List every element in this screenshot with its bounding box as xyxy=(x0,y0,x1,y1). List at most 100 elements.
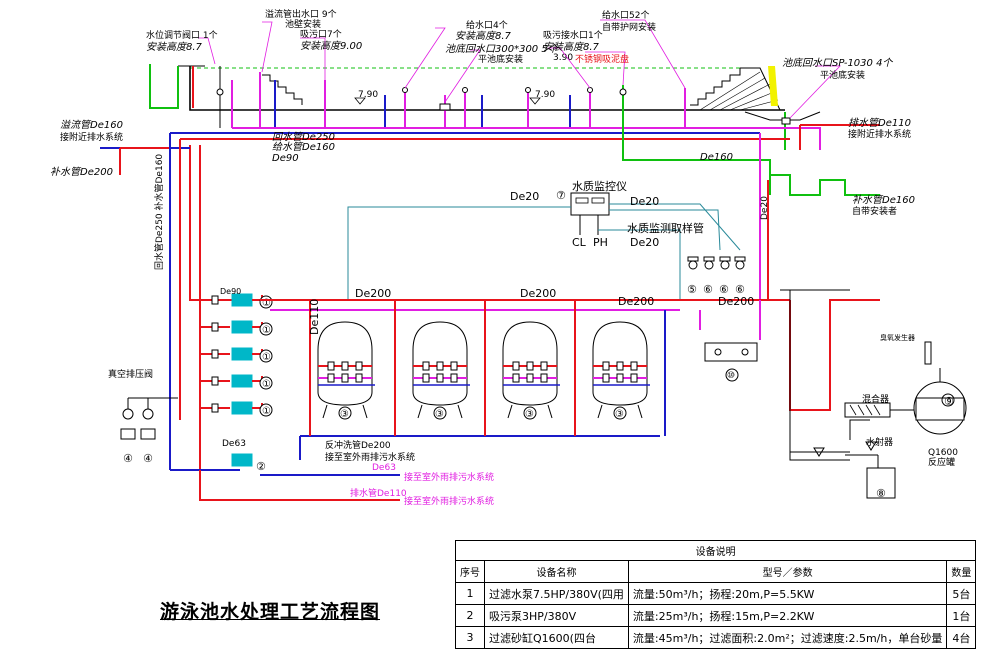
pump-number-label: ① xyxy=(262,298,271,309)
label-pipe-de90: De90 xyxy=(272,153,299,164)
label-backwash-sub: 接至室外雨排污水系统 xyxy=(325,451,415,463)
label-inlet: 给水口4个 xyxy=(466,19,508,31)
cell-no: 3 xyxy=(455,626,485,649)
main-pipes xyxy=(100,124,880,470)
filter-pumps: ① ① ① ① ① xyxy=(200,293,273,417)
header-qty: 数量 xyxy=(946,560,977,583)
sand-filter: ③ xyxy=(592,321,650,420)
label-de20b: De20 xyxy=(630,195,659,208)
level-mark-2: 7.90 xyxy=(535,90,555,100)
label-de20: De20 xyxy=(510,190,539,203)
label-pipe-de250: 回水管De250 xyxy=(272,131,335,143)
label-de200-c: De200 xyxy=(618,295,654,308)
heat-exchanger xyxy=(704,342,758,382)
filter-number-label: ③ xyxy=(435,409,444,420)
ozone-reactor xyxy=(790,341,967,499)
filter-pump: ① xyxy=(200,401,273,417)
label-monitor: 水质监控仪 xyxy=(572,179,627,193)
label-right-de160b: 补水管De160 xyxy=(852,194,915,206)
label-return-top: 给水口52个 xyxy=(602,9,649,21)
label-mixer: 混合器 xyxy=(862,393,889,405)
label-overflow-outlet: 溢流管出水口 9个 xyxy=(265,8,337,20)
label-pump-4a: ④ xyxy=(123,452,133,465)
label-right-de160b-sub: 自带安装者 xyxy=(852,205,897,217)
cell-name: 过滤砂缸Q1600(四台 xyxy=(484,626,629,649)
label-de160-mid: De160 xyxy=(700,152,733,163)
label-right-de110-sub: 接附近排水系统 xyxy=(848,128,911,140)
cell-spec: 流量:50m³/h；扬程:20m,P=5.5KW xyxy=(627,582,948,605)
label-drain-de160-sub: 接附近排水系统 xyxy=(60,131,123,143)
cell-name: 吸污泵3HP/380V xyxy=(484,604,629,627)
label-sample-pipe: 水质监测取样管 xyxy=(627,221,704,235)
label-vac-sub2: 不锈钢吸泥盘 xyxy=(575,53,629,65)
filter-number-label: ③ xyxy=(525,409,534,420)
pump-number-label: ① xyxy=(262,352,271,363)
label-cl: CL xyxy=(572,236,587,249)
table-caption: 设备说明 xyxy=(454,540,977,561)
filter-pump: ① xyxy=(200,293,273,309)
label-inlet-sub: 安装高度8.7 xyxy=(455,30,512,42)
header-no: 序号 xyxy=(455,560,485,583)
pump-number-label: ① xyxy=(262,379,271,390)
label-reactor-sub: 反应罐 xyxy=(928,456,955,468)
filter-pump: ① xyxy=(200,374,273,390)
label-drain-de63: De63 xyxy=(372,463,396,473)
label-monitor-num: ⑦ xyxy=(556,189,566,202)
label-inlet-size: 池底回水口300*300 5个 xyxy=(445,43,559,55)
level-mark-1: 7.90 xyxy=(358,90,378,100)
cell-qty: 5台 xyxy=(946,582,977,605)
label-bottom-return-sub: 平池底安装 xyxy=(820,69,865,81)
label-pump-4b: ④ xyxy=(143,452,153,465)
label-reactor-num: ⑨ xyxy=(944,395,954,408)
sand-filter: ③ xyxy=(502,321,560,420)
header-spec: 型号／参数 xyxy=(627,560,948,583)
label-vent: 真空排压阀 xyxy=(108,368,153,380)
sand-filter: ③ xyxy=(412,321,470,420)
process-flow-diagram: 7.90 7.90 3.90 xyxy=(50,8,967,507)
label-water-level-sub: 安装高度8.7 xyxy=(146,41,203,53)
label-vac-sub: 安装高度8.7 xyxy=(543,41,600,53)
dosing-tanks xyxy=(687,256,746,270)
label-bottom-return: 池底回水口SP-1030 4个 xyxy=(782,57,893,69)
label-de20-vert: De20 xyxy=(760,196,770,220)
small-pumps xyxy=(120,397,253,467)
label-vac-de63: De63 xyxy=(222,439,246,449)
cell-name: 过滤水泵7.5HP/380V(四用 xyxy=(484,582,629,605)
label-right-de110: 排水管De110 xyxy=(848,117,911,129)
label-de200-b: De200 xyxy=(520,287,556,300)
label-heat-exchanger-num: ⑩ xyxy=(727,371,735,381)
label-vac-inlet: 吸污接水口1个 xyxy=(543,29,603,41)
label-de200-a: De200 xyxy=(355,287,391,300)
label-overflow-sub2: 吸污口7个 xyxy=(300,28,342,40)
label-de110: De110 xyxy=(308,299,321,335)
water-quality-monitor: 水质监控仪 ⑦ CL PH 水质监测取样管 De20 De20 De20 De2… xyxy=(347,179,770,300)
level-mark-3: 3.90 xyxy=(553,53,573,63)
cell-qty: 1台 xyxy=(946,604,977,627)
label-backwash: 反冲洗管De200 xyxy=(325,439,391,451)
label-drain-de110b-sub: 接至室外雨排污水系统 xyxy=(404,495,494,507)
cell-no: 2 xyxy=(455,604,485,627)
label-tank-6b: ⑥ xyxy=(719,283,729,296)
filter-pump: ① xyxy=(200,320,273,336)
label-drain-de160: 溢流管De160 xyxy=(60,119,123,131)
equipment-table: 设备说明 序号 设备名称 型号／参数 数量 1 过滤水泵7.5HP/380V(四… xyxy=(454,540,977,649)
pump-number-label: ① xyxy=(262,406,271,417)
cell-spec: 流量:45m³/h；过滤面积:2.0m²；过滤速度:2.5m/h，单台砂量 xyxy=(627,626,948,649)
label-inlet-sub2: 平池底安装 xyxy=(478,53,523,65)
table-row: 3 过滤砂缸Q1600(四台 流量:45m³/h；过滤面积:2.0m²；过滤速度… xyxy=(455,626,977,649)
label-water-level-valve: 水位调节阀口 1个 xyxy=(146,29,218,41)
table-row: 2 吸污泵3HP/380V 流量:25m³/h；扬程:15m,P=2.2KW 1… xyxy=(455,604,977,627)
label-tank-6c: ⑥ xyxy=(735,283,745,296)
label-return-top-sub: 自带护网安装 xyxy=(602,21,656,33)
label-de20c: De20 xyxy=(630,236,659,249)
label-drain-de110b: 排水管De110 xyxy=(350,487,407,499)
pool-section: 7.90 7.90 3.90 xyxy=(146,8,893,150)
label-tank-6a: ⑥ xyxy=(703,283,713,296)
drain-lines xyxy=(170,436,400,501)
sand-filters: ③ ③ ③ ③ xyxy=(317,321,650,420)
label-tank-8: ⑧ xyxy=(876,487,886,500)
label-overflow-sub1: 池壁安装 xyxy=(285,18,321,30)
label-pump-de90: De90 xyxy=(220,287,241,296)
sand-filter: ③ xyxy=(317,321,375,420)
cell-qty: 4台 xyxy=(946,626,977,649)
